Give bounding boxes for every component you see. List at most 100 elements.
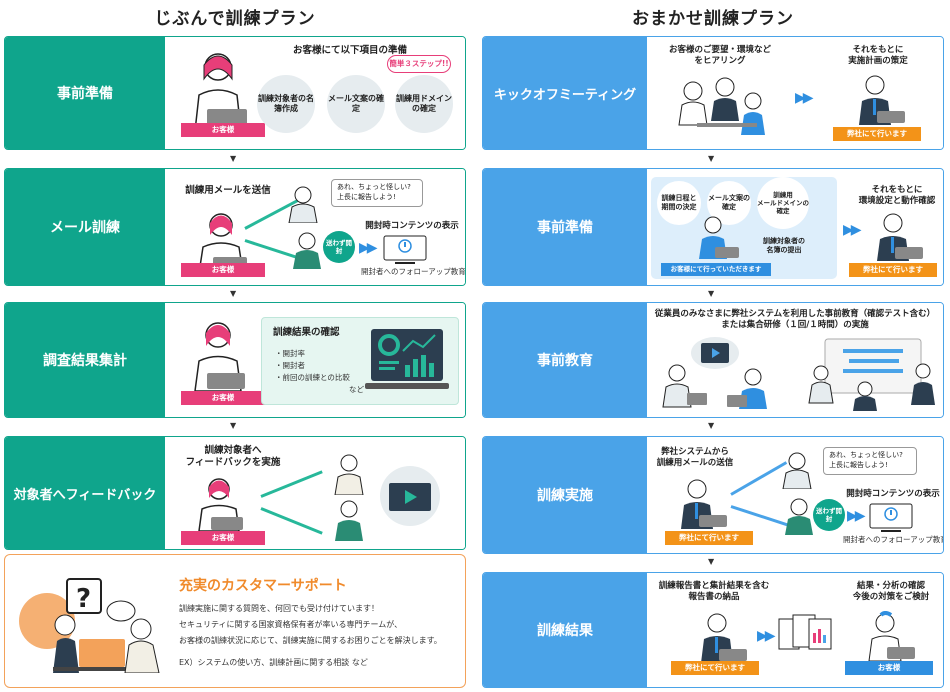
step-content: お客様 お客様にて以下項目の準備 簡単３ステップ!! 訓練対象者の名簿作成 メー… bbox=[165, 37, 465, 149]
followup-text: 開封者へのフォローアップ教育 bbox=[361, 267, 466, 276]
staff-icon bbox=[877, 213, 923, 261]
suspicious-bubble: あれ、ちょっと怪しい? 上長に報告しよう! bbox=[823, 447, 917, 475]
easy-steps-badge: 簡単３ステップ!! bbox=[387, 55, 451, 73]
customer-icon bbox=[868, 611, 915, 661]
step-heading: 訓練用メールを送信 bbox=[185, 185, 271, 196]
woman-at-laptop-icon bbox=[194, 53, 247, 131]
employee-icon bbox=[334, 454, 364, 495]
video-content-icon bbox=[380, 466, 440, 526]
result-bullet: ・前回の訓練との比較 bbox=[275, 373, 350, 382]
employee-opening-icon bbox=[293, 232, 321, 269]
content-title: 開封時コンテンツの表示 bbox=[846, 489, 940, 499]
step-content: 訓練用メールを送信 お客様 あれ、ちょっと怪しい? 上長に報告しよう! 送わず開… bbox=[165, 169, 465, 285]
prep-item-mail: メール文案の確定 bbox=[327, 75, 385, 133]
employee-opening-icon bbox=[785, 498, 813, 535]
step-label: 調査結果集計 bbox=[5, 303, 165, 417]
feedback-arrow-down bbox=[260, 507, 323, 535]
step-heading: 弊社システムから 訓練用メールの送信 bbox=[656, 447, 734, 469]
customer-tag: お客様 bbox=[181, 391, 265, 406]
step-content: 訓練日程と 期間の決定 メール文案の 確定 訓練用 メールドメインの 確定 訓練… bbox=[647, 169, 943, 285]
step-label: 対象者へフィードバック bbox=[5, 437, 165, 549]
meeting-icon bbox=[678, 77, 765, 135]
hearing-text: お客様のご要望・環境など をヒアリング bbox=[668, 45, 771, 67]
step-content: お客様のご要望・環境など をヒアリング ▶▶ それをもとに 実施計画の策定 弊社… bbox=[647, 37, 943, 149]
result-bullet: ・開封率 bbox=[275, 349, 305, 358]
left-column-title: じぶんで訓練プラン bbox=[154, 9, 316, 29]
flow-arrow: ▼ bbox=[708, 557, 715, 566]
our-company-tag: 弊社にて行います bbox=[833, 127, 921, 142]
step-content: お客様 訓練結果の確認 ・開封率 ・開封者 ・前回の訓練との比較 など bbox=[165, 303, 465, 417]
prep-item-domain: 訓練用 メールドメインの 確定 bbox=[757, 177, 809, 229]
plan-text: それをもとに 実施計画の策定 bbox=[848, 45, 908, 67]
support-line-2: セキュリティに関する国家資格保有者が率いる専門チームが、 bbox=[179, 620, 403, 629]
step-label: 事前準備 bbox=[483, 169, 647, 285]
followup-text: 開封者へのフォローアップ教育 bbox=[843, 535, 944, 544]
warning-monitor-icon bbox=[869, 503, 913, 532]
right-step-pre-education: 事前教育 従業員のみなさまに弊社システムを利用した事前教育（確認テスト含む） ま… bbox=[482, 302, 944, 418]
double-arrow-icon: ▶▶ bbox=[757, 628, 775, 644]
double-arrow-icon: ▶▶ bbox=[843, 222, 861, 238]
flow-arrow: ▼ bbox=[708, 289, 715, 298]
step-label: キックオフミーティング bbox=[483, 37, 647, 149]
step-heading: 従業員のみなさまに弊社システムを利用した事前教育（確認テスト含む） または集合研… bbox=[654, 309, 936, 331]
step-label: 訓練結果 bbox=[483, 573, 647, 687]
suspicious-bubble: あれ、ちょっと怪しい? 上長に報告しよう! bbox=[331, 179, 423, 207]
employee-icon bbox=[335, 500, 363, 541]
left-step-feedback: 対象者へフィードバック 訓練対象者へ フィードバックを実施 お客様 bbox=[4, 436, 466, 550]
etc-text: など bbox=[349, 385, 364, 394]
prep-item-domain: 訓練用ドメインの確定 bbox=[395, 75, 453, 133]
employee-icon bbox=[288, 186, 318, 223]
prep-item-roster: 訓練対象者の 名簿の提出 bbox=[763, 237, 805, 254]
customer-icon bbox=[699, 216, 739, 259]
step-content: 訓練報告書と集計結果を含む 報告書の納品 弊社にて行います ▶▶ 結果・分析の確… bbox=[647, 573, 943, 687]
support-staff-icon: ? bbox=[19, 578, 160, 673]
customer-action-tag: お客様にて行っていただきます bbox=[661, 263, 771, 276]
double-arrow-icon: ▶▶ bbox=[795, 90, 813, 106]
support-example: EX）システムの使い方、訓練計画に関する相談 など bbox=[179, 658, 368, 667]
report-text: 訓練報告書と集計結果を含む 報告書の納品 bbox=[658, 581, 770, 603]
staff-icon bbox=[701, 613, 747, 663]
customer-tag: お客様 bbox=[181, 531, 265, 546]
setup-text: それをもとに 環境設定と動作確認 bbox=[858, 185, 936, 207]
content-title: 開封時コンテンツの表示 bbox=[365, 221, 459, 231]
support-line-3: お客様の訓練状況に応じて、訓練実施に関するお困りごとを解決します。 bbox=[179, 636, 442, 645]
left-step-aggregation: 調査結果集計 お客様 訓練結果の確認 ・開封率 ・開封者 ・前回の訓練との比較 … bbox=[4, 302, 466, 418]
prep-item-list: 訓練対象者の名簿作成 bbox=[257, 75, 315, 133]
analytics-laptop-icon bbox=[365, 329, 449, 389]
right-step-preparation: 事前準備 訓練日程と 期間の決定 メール文案の 確定 訓練用 メールドメインの … bbox=[482, 168, 944, 286]
our-company-tag: 弊社にて行います bbox=[849, 263, 937, 278]
flow-arrow: ▼ bbox=[230, 421, 237, 430]
right-step-training: 訓練実施 弊社システムから 訓練用メールの送信 弊社にて行います あれ、ちょっと… bbox=[482, 436, 944, 554]
step-content: 訓練対象者へ フィードバックを実施 お客様 bbox=[165, 437, 465, 549]
right-step-results: 訓練結果 訓練報告書と集計結果を含む 報告書の納品 弊社にて行います ▶▶ 結果… bbox=[482, 572, 944, 688]
flow-arrow: ▼ bbox=[230, 154, 237, 163]
our-company-tag: 弊社にて行います bbox=[665, 531, 753, 546]
left-step-mail-training: メール訓練 訓練用メールを送信 お客様 あれ、ちょっと怪しい? 上長に報告しよう… bbox=[4, 168, 466, 286]
right-step-kickoff: キックオフミーティング お客様のご要望・環境など をヒアリング ▶▶ それをもと… bbox=[482, 36, 944, 150]
flow-arrow: ▼ bbox=[708, 154, 715, 163]
flow-arrow: ▼ bbox=[708, 421, 715, 430]
staff-icon bbox=[859, 75, 905, 125]
staff-sending-mail-icon bbox=[681, 479, 727, 529]
customer-tag: お客様 bbox=[845, 661, 933, 676]
our-company-tag: 弊社にて行います bbox=[671, 661, 759, 676]
customer-tag: お客様 bbox=[181, 123, 265, 138]
result-bullet: ・開封者 bbox=[275, 361, 305, 370]
flow-arrow: ▼ bbox=[230, 289, 237, 298]
support-title: 充実のカスタマーサポート bbox=[179, 578, 347, 594]
double-arrow-icon: ▶▶ bbox=[847, 508, 865, 524]
opened-badge: 送わず開封 bbox=[813, 499, 845, 531]
report-documents-icon bbox=[778, 614, 832, 650]
svg-text:?: ? bbox=[76, 584, 91, 614]
warning-monitor-icon bbox=[383, 235, 427, 264]
feedback-arrow-up bbox=[260, 470, 323, 498]
step-heading: 訓練結果の確認 bbox=[273, 327, 340, 338]
analysis-text: 結果・分析の確認 今後の対策をご検討 bbox=[852, 581, 930, 603]
woman-at-laptop-icon bbox=[194, 322, 245, 391]
step-label: 事前教育 bbox=[483, 303, 647, 417]
customer-tag: お客様 bbox=[181, 263, 265, 278]
woman-at-laptop-icon bbox=[198, 478, 243, 531]
right-column-title: おまかせ訓練プラン bbox=[632, 9, 794, 29]
employee-icon bbox=[782, 452, 812, 489]
prep-item-schedule: 訓練日程と 期間の決定 bbox=[657, 181, 701, 225]
